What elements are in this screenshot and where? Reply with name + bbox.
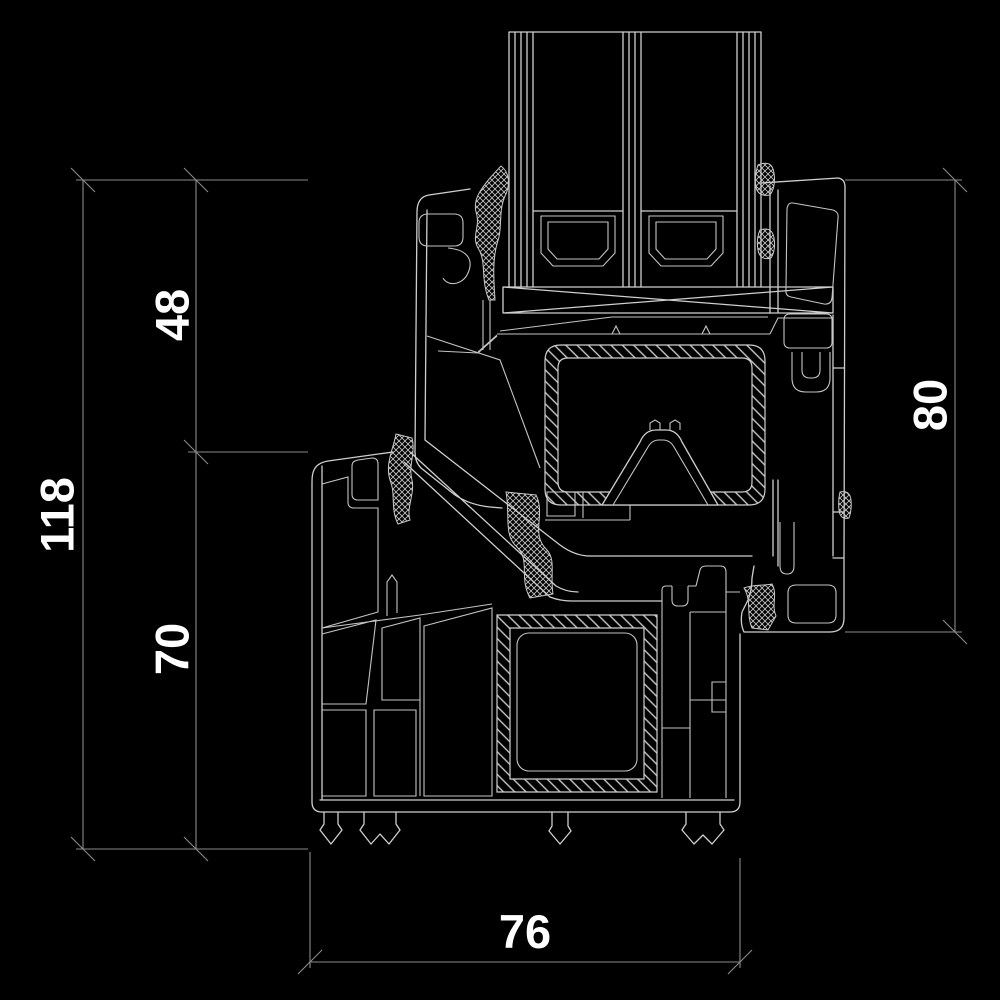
- dimension-label-80: 80: [903, 379, 956, 431]
- glazing-unit: [502, 31, 834, 314]
- glazing-spacer-bars: [540, 215, 724, 267]
- glass-pane-lines: [508, 31, 762, 288]
- dimension-annotations: 118 48 70 80 76: [30, 167, 968, 975]
- dimension-label-48: 48: [145, 289, 198, 341]
- dimension-label-118: 118: [30, 477, 83, 553]
- sash-glazing-bead-left: [418, 213, 498, 354]
- sash-right-chambers: [779, 202, 839, 624]
- dimension-extension-lines: [76, 179, 962, 968]
- sash-chamber-notch: [601, 429, 719, 506]
- gasket-bead-left: [474, 165, 509, 301]
- gasket-bead-right-upper: [754, 162, 775, 196]
- glazing-setting-block: [502, 286, 834, 314]
- gasket-bead-right-lower: [756, 228, 776, 260]
- frame-internal-chambers: [321, 457, 493, 797]
- sash-chamber-notch-inner: [612, 419, 709, 506]
- sash-outline-left: [409, 188, 631, 593]
- frame-steel-reinforcement: [496, 614, 658, 793]
- dimension-label-76: 76: [499, 905, 551, 958]
- frame-profile: [311, 451, 741, 845]
- frame-fixing-feet: [319, 811, 725, 845]
- frame-glazing-chamber: [516, 632, 638, 772]
- gasket-bottom-seal: [743, 583, 777, 631]
- gaskets: [387, 162, 852, 631]
- dimension-tick-marks: [70, 167, 968, 975]
- dimension-lines: [82, 180, 956, 963]
- dimension-label-70: 70: [145, 623, 198, 675]
- sash-profile: [409, 177, 846, 633]
- sash-glazing-rebate: [477, 316, 833, 353]
- gasket-center-seal: [505, 491, 554, 599]
- frame-hardware-groove: [661, 565, 740, 607]
- frame-outline: [311, 451, 741, 813]
- gasket-right-wall-seal: [838, 491, 852, 519]
- sash-steel-reinforcement: [544, 344, 766, 506]
- gasket-frame-outer-seal: [387, 433, 414, 525]
- frame-right-chambers: [661, 592, 727, 798]
